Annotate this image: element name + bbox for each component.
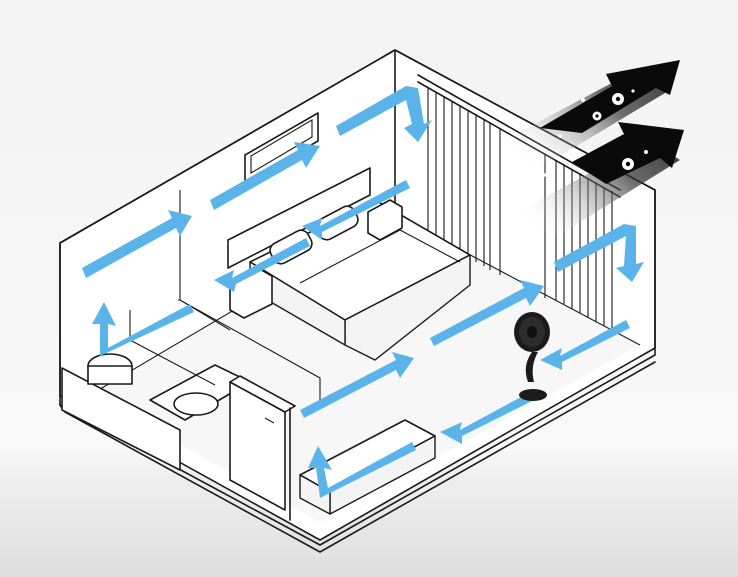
fan-icon (514, 312, 550, 401)
airflow-arrow (430, 280, 544, 346)
airflow-arrow (336, 86, 432, 142)
airflow-arrow (300, 352, 414, 418)
airflow-arrows (82, 86, 644, 498)
exhaust-flow (420, 60, 684, 278)
wardrobe-door (229, 375, 296, 521)
wall-picture (244, 112, 319, 184)
airflow-arrow (210, 142, 320, 210)
exhaust-arrow-lower (572, 122, 684, 184)
airflow-arrow (92, 302, 194, 356)
airflow-arrow (214, 238, 310, 292)
airflow-arrow (554, 224, 644, 282)
airflow-arrow (82, 210, 192, 278)
sink (173, 392, 219, 416)
exhaust-arrow-upper (540, 60, 680, 133)
bathroom (61, 299, 321, 471)
airflow-arrow (540, 320, 630, 370)
gear-particle-icon (543, 89, 648, 177)
airflow-arrow (440, 390, 538, 444)
airflow-arrow (302, 180, 410, 240)
room-floor (90, 215, 640, 522)
airflow-arrow (308, 442, 416, 498)
